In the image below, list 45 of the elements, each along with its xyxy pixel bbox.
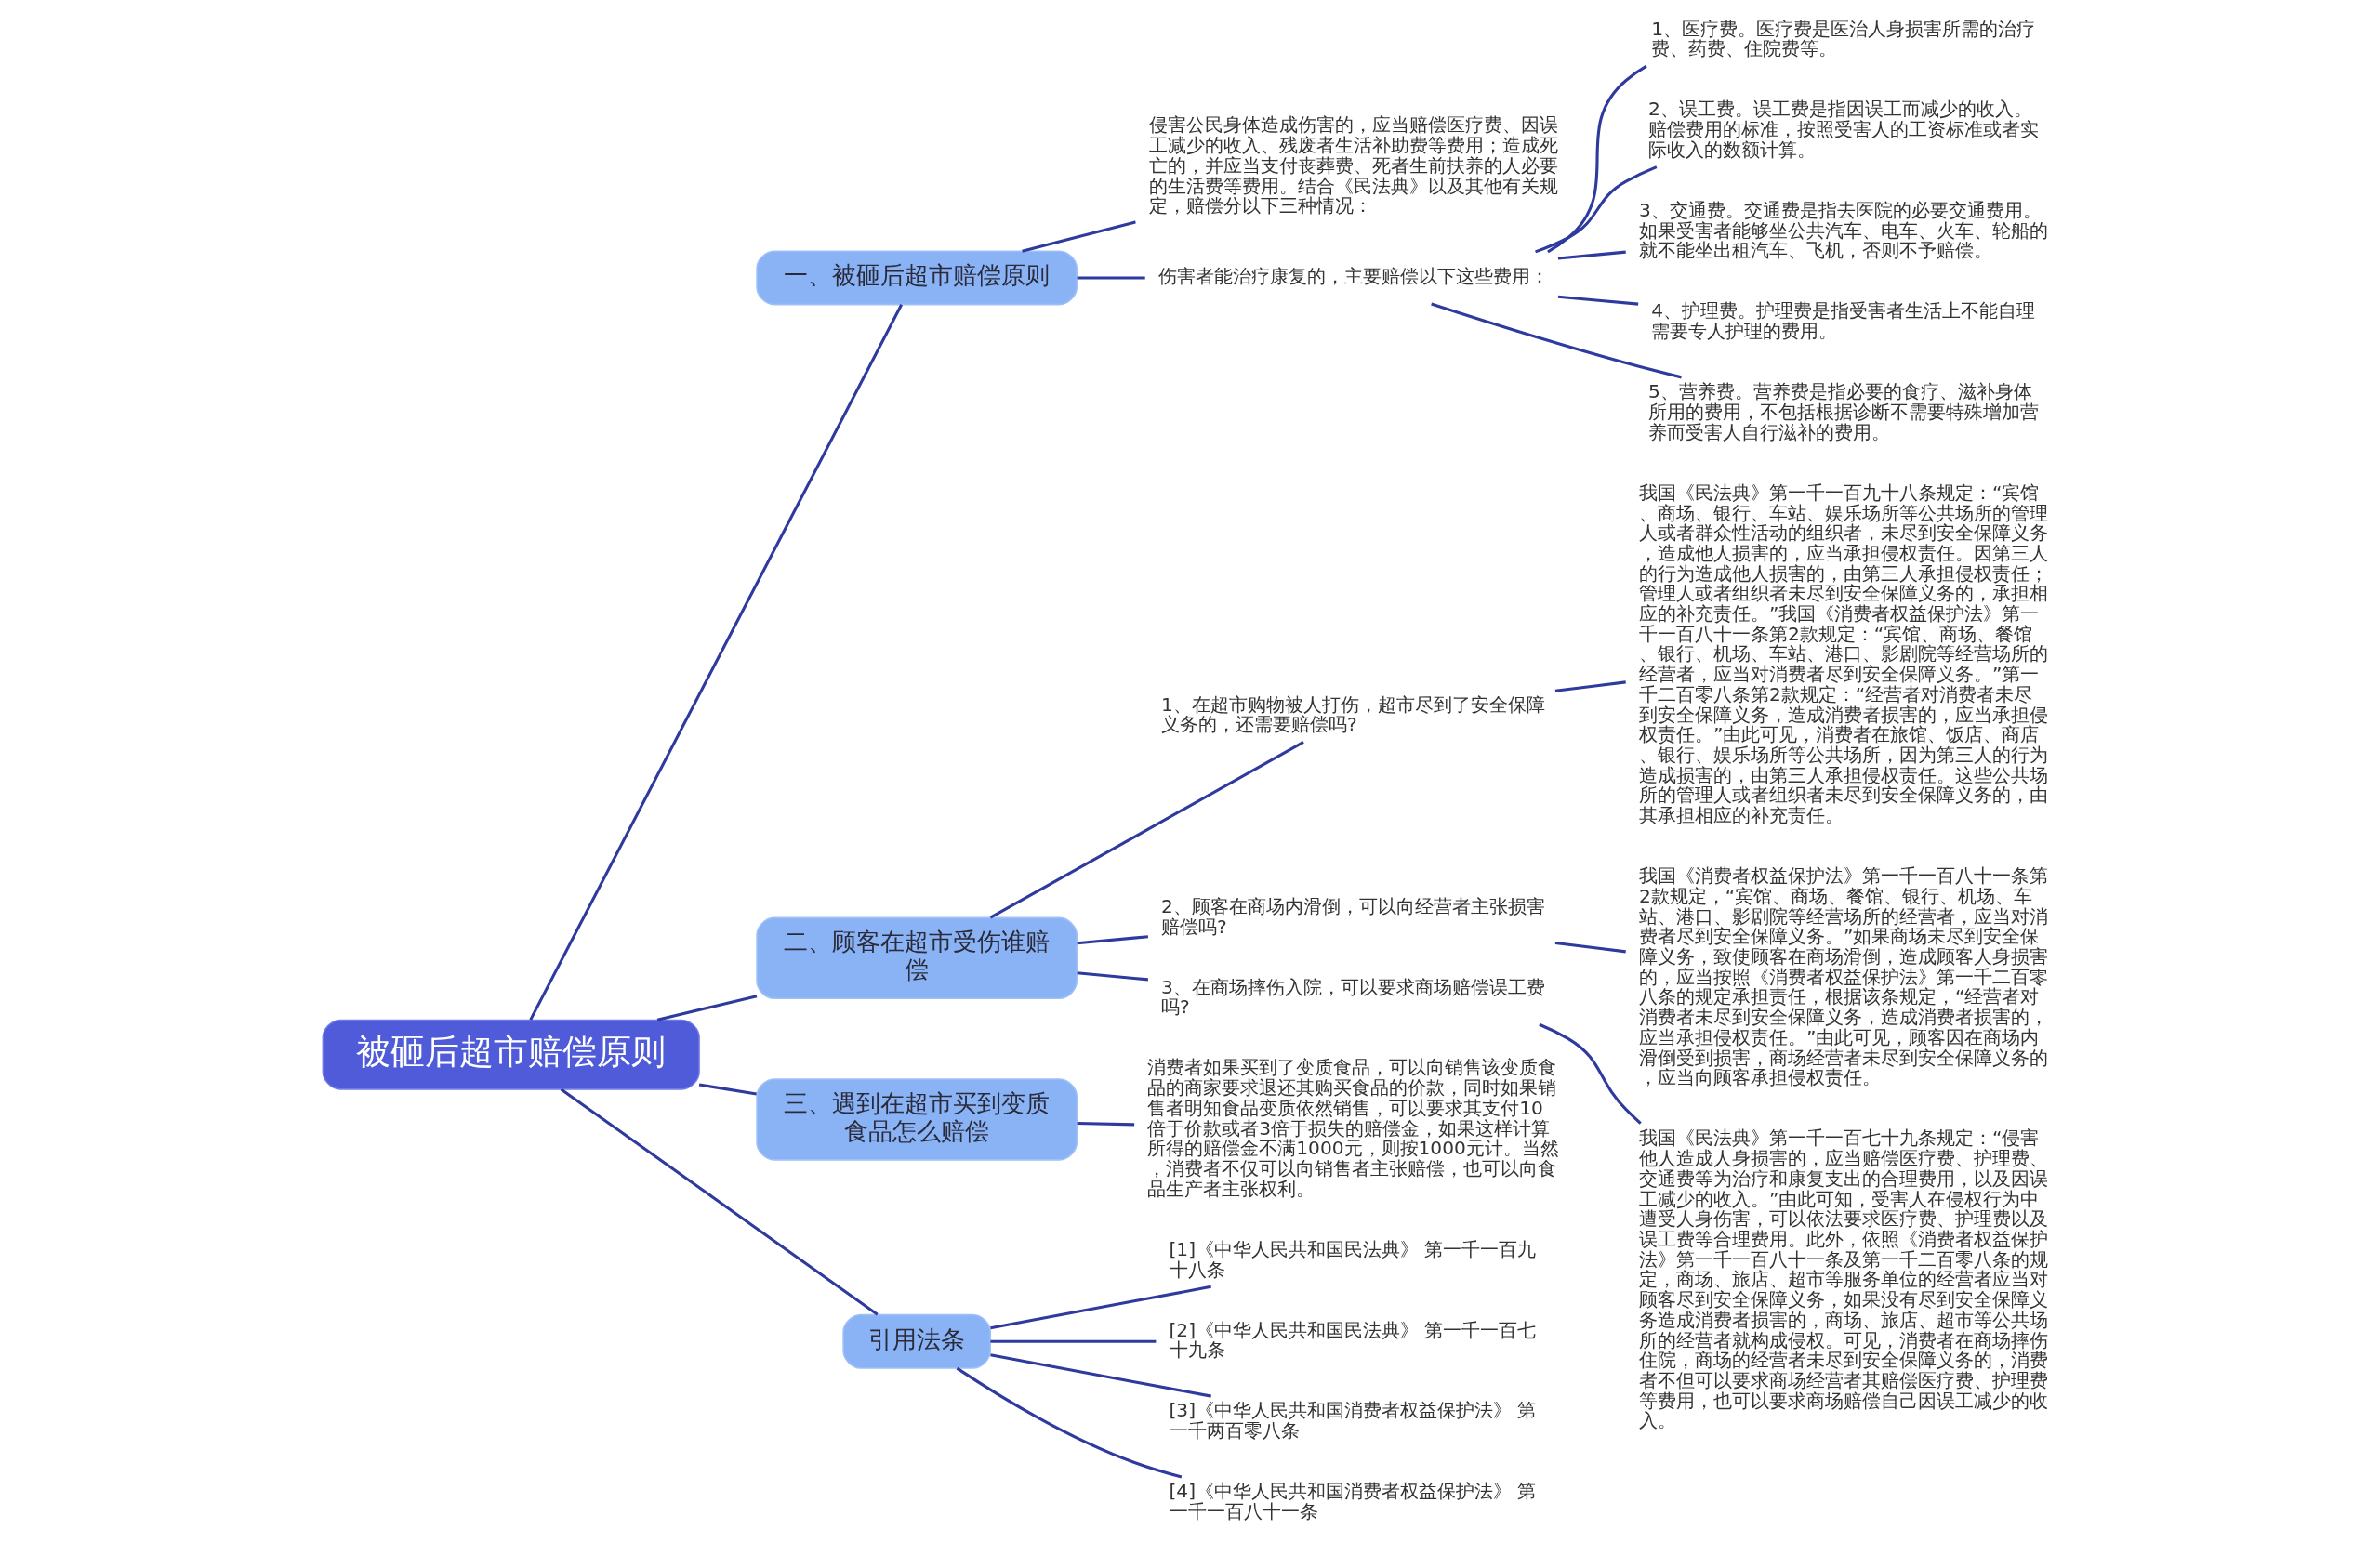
node-text: 1、在超市购物被人打伤，超市尽到了安全保障义务的，还需要赔偿吗? [1160,692,1545,735]
connector [1554,679,1626,692]
connector [990,1352,1211,1398]
node-box: 一、被砸后超市赔偿原则 [756,250,1078,305]
connector [698,1082,757,1095]
node-text: 5、营养费。营养费是指必要的食疗、滋补身体所用的费用，不包括根据诊断不需要特殊增加营养而受害人自行滋补的费用。 [1648,379,2040,443]
node-text: [1]《中华人民共和国民法典》 第一千一百九十八条 [1169,1237,1537,1281]
node-text: 3、在商场摔伤入院，可以要求商场赔偿误工费吗? [1160,975,1545,1018]
node-text: 1、医疗费。医疗费是医治人身损害所需的治疗费、药费、住院费等。 [1651,17,2035,59]
node-text: 4、护理费。护理费是指受害者生活上不能自理需要专人护理的费用。 [1651,298,2035,342]
connector [1077,1121,1135,1126]
connector [1077,970,1149,981]
node-box: 引用法条 [842,1313,992,1369]
connector [1547,64,1647,253]
node-text: 2、顾客在商场内滑倒，可以向经营者主张损害赔偿吗? [1160,894,1545,937]
connector [1022,219,1136,253]
connector [1431,301,1682,378]
connector [956,1366,1183,1478]
node-text: 我国《民法典》第一千一百九十八条规定：“宾馆、商场、银行、车站、娱乐场所等公共场所的管理人或者群众性活动的组织者，未尽到安全保障义务，造成他人损害的，应当承担侵权责任。因第三人的行为造成他人损害的，由第三人承担侵权责任；管理人或者组织者未尽到安全保障义务的，承担相应的补充责任。”我国《消费者权益保护法》第一千一百八十一条第2款规定：“宾馆、商场、餐馆、银行、机场、车站、港口、影剧院等经营场所的经营者，应当对消费者尽到安全保障义务。”第一千二百零八条第2款规定：“经营者对消费者未尽到安全保障义务，造成消费者损害的，应当承担侵权责任。”由此可见，消费者在旅馆、饭店、商店、银行、娱乐场所等公共场所，因为第三人的行为造成损害的，由第三人承担侵权责任。这些公共场所的管理人或者组织者未尽到安全保障义务的，由其承担相应的补充责任。 [1638,481,2048,826]
node-box: 三、遇到在超市买到变质食品怎么赔偿 [756,1077,1078,1161]
connector [1535,165,1658,253]
node-text: 我国《消费者权益保护法》第一千一百八十一条第2款规定，“宾馆、商场、餐馆、银行、机场、车站、港口、影剧院等经营场所的经营者，应当对消费者尽到安全保障义务。”如果商场未尽到安全保障义务，致使顾客在商场滑倒，造成顾客人身损害的，应当按照《消费者权益保护法》第一千二百零八条的规定承担责任，根据该条规定，“经营者对消费者未尽到安全保障义务，造成消费者损害的，应当承担侵权责任。”由此可见，顾客因在商场内滑倒受到损害，商场经营者未尽到安全保障义务的，应当向顾客承担侵权责任。 [1638,863,2048,1088]
connector [529,303,904,1021]
node-text: [2]《中华人民共和国民法典》 第一千一百七十九条 [1169,1318,1537,1361]
connector [560,1087,879,1315]
node-text: 2、误工费。误工费是指因误工而减少的收入。赔偿费用的标准，按照受害人的工资标准或者实际收入的数额计算。 [1648,97,2040,161]
connector [1077,275,1145,279]
connector [990,1339,1157,1343]
connector [1077,934,1149,944]
node-text: 侵害公民身体造成伤害的，应当赔偿医疗费、因误工减少的收入、残废者生活补助费等费用；造成死亡的，并应当支付丧葬费、死者生前扶养的人必要的生活费等费用。结合《民法典》以及其他有关规定，赔偿分以下三种情况： [1148,112,1558,217]
node-text: [3]《中华人民共和国消费者权益保护法》 第一千两百零八条 [1169,1398,1537,1442]
node-text: 我国《民法典》第一千一百七十九条规定：“侵害他人造成人身损害的，应当赔偿医疗费、护理费、交通费等为治疗和康复支出的合理费用，以及因误工减少的收入。”由此可知，受害人在侵权行为中遭受人身伤害，可以依法要求医疗费、护理费以及误工费等合理费用。此外，依照《消费者权益保护法》第一千一百八十一条及第一千二百零八条的规定，商场、旅店、超市等服务单位的经营者应当对顾客尽到安全保障义务，如果没有尽到安全保障义务造成消费者损害的，商场、旅店、超市等公共场所的经营者就构成侵权。可见，消费者在商场摔伤住院，商场的经营者未尽到安全保障义务的，消费者不但可以要求商场经营者其赔偿医疗费、护理费等费用，也可以要求商场赔偿自己因误工减少的收入。 [1638,1126,2048,1431]
connector [1557,250,1626,260]
connector [989,740,1304,919]
node-text: 伤害者能治疗康复的，主要赔偿以下这些费用： [1157,264,1549,287]
node-text: 消费者如果买到了变质食品，可以向销售该变质食品的商家要求退还其购买食品的价款，同时如果销售者明知食品变质依然销售，可以要求其支付10倍于价款或者3倍于损失的赔偿金，如果这样计算所得的赔偿金不满1000元，则按1000元计。当然，消费者不仅可以向销售者主张赔偿，也可以向食品生产者主张权利。 [1147,1055,1559,1200]
connector [1554,941,1626,953]
node-text: 3、交通费。交通费是指去医院的必要交通费用。如果受害者能够坐公共汽车、电车、火车、轮船的就不能坐出租汽车、飞机，否则不予赔偿。 [1638,198,2048,261]
node-box: 二、顾客在超市受伤谁赔偿 [756,916,1078,999]
connector [990,1285,1211,1329]
node-box: 被砸后超市赔偿原则 [322,1019,700,1090]
connector [656,994,758,1021]
connector [1539,1022,1642,1125]
node-text: [4]《中华人民共和国消费者权益保护法》 第一千一百八十一条 [1169,1479,1537,1522]
connector [1557,295,1639,306]
